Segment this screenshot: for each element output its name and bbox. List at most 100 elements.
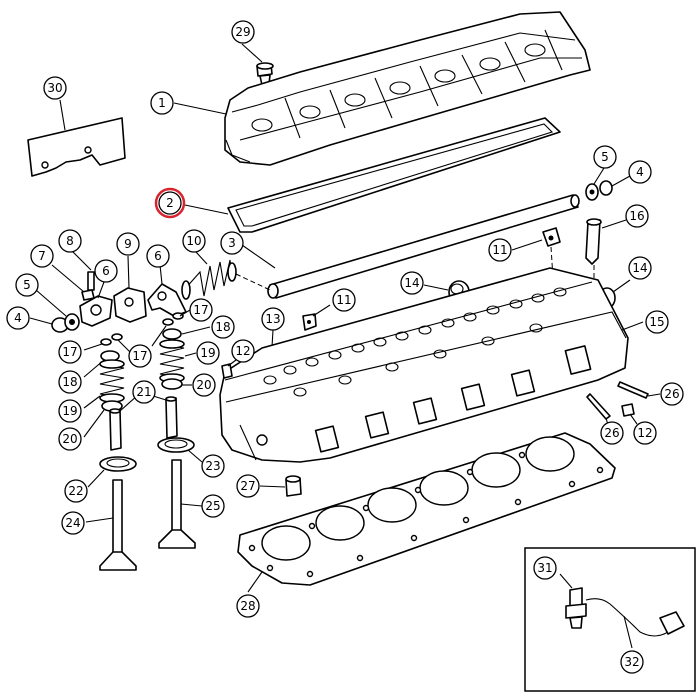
callout-circle bbox=[6, 306, 30, 330]
callout-circle bbox=[400, 271, 424, 295]
valve-spring-right bbox=[159, 339, 197, 383]
callout-18a: 18 bbox=[58, 370, 82, 394]
callout-number: 26 bbox=[664, 387, 679, 401]
callout-17d: 17 bbox=[189, 298, 213, 322]
callout-number: 2 bbox=[166, 196, 174, 210]
spring-seats bbox=[83, 378, 192, 438]
callout-circle bbox=[196, 341, 220, 365]
callout-number: 4 bbox=[14, 311, 22, 325]
callout-4a: 4 bbox=[6, 306, 30, 330]
callout-28: 28 bbox=[236, 594, 260, 618]
exhaust-valve bbox=[158, 459, 203, 549]
callout-number: 32 bbox=[624, 655, 639, 669]
callout-12b: 12 bbox=[633, 421, 657, 445]
callout-number: 14 bbox=[632, 261, 647, 275]
head-stud-right bbox=[617, 381, 661, 399]
callout-number: 10 bbox=[186, 234, 201, 248]
callout-number: 6 bbox=[154, 249, 162, 263]
callout-21: 21 bbox=[132, 380, 156, 404]
callout-circle bbox=[231, 339, 255, 363]
cylinder-head bbox=[219, 267, 644, 463]
callout-number: 29 bbox=[235, 25, 250, 39]
callout-14a: 14 bbox=[400, 271, 424, 295]
callout-number: 21 bbox=[136, 385, 151, 399]
callout-6b: 6 bbox=[146, 244, 170, 268]
callout-4b: 4 bbox=[628, 160, 652, 184]
callout-number: 28 bbox=[240, 599, 255, 613]
callout-circle bbox=[146, 244, 170, 268]
spring-retainers bbox=[83, 326, 211, 378]
callout-number: 11 bbox=[336, 293, 351, 307]
callout-circle bbox=[628, 160, 652, 184]
callout-circle bbox=[660, 382, 684, 406]
callout-number: 7 bbox=[38, 249, 46, 263]
callout-2: 2 bbox=[154, 187, 186, 219]
callout-number: 19 bbox=[200, 346, 215, 360]
head-gasket bbox=[237, 432, 616, 593]
threaded-plug-right bbox=[621, 403, 638, 425]
callout-number: 15 bbox=[649, 315, 664, 329]
callout-circle bbox=[61, 511, 85, 535]
heat-shield-plate bbox=[27, 99, 126, 177]
adjusting-screw-nut bbox=[51, 264, 95, 301]
callout-27: 27 bbox=[236, 474, 260, 498]
intake-valve bbox=[85, 479, 137, 571]
callout-number: 17 bbox=[62, 345, 77, 359]
callout-circle bbox=[158, 191, 182, 215]
highlight-ring bbox=[154, 187, 186, 219]
callout-circle bbox=[488, 238, 512, 262]
callout-31: 31 bbox=[533, 556, 557, 580]
callout-number: 3 bbox=[228, 236, 236, 250]
callout-circle bbox=[220, 231, 244, 255]
callout-9: 9 bbox=[116, 232, 140, 256]
callout-number: 19 bbox=[62, 404, 77, 418]
callout-number: 17 bbox=[193, 303, 208, 317]
callout-circle bbox=[211, 315, 235, 339]
callout-circle bbox=[600, 421, 624, 445]
callout-circle bbox=[58, 340, 82, 364]
callout-number: 20 bbox=[196, 378, 211, 392]
callout-number: 16 bbox=[629, 209, 644, 223]
callout-25: 25 bbox=[201, 494, 225, 518]
callout-13: 13 bbox=[261, 307, 285, 331]
callout-circle bbox=[128, 344, 152, 368]
callout-number: 5 bbox=[23, 278, 31, 292]
callout-circle bbox=[150, 91, 174, 115]
valve-guides bbox=[109, 394, 178, 451]
callout-number: 26 bbox=[604, 426, 619, 440]
callout-circle bbox=[15, 273, 39, 297]
rocker-shaft-spring bbox=[181, 251, 271, 300]
callout-circle bbox=[58, 427, 82, 451]
callout-number: 6 bbox=[102, 264, 110, 278]
callout-29: 29 bbox=[231, 20, 255, 44]
callout-19a: 19 bbox=[58, 399, 82, 423]
valve-seat-insert-right bbox=[157, 437, 203, 463]
rocker-cover-gasket bbox=[184, 117, 561, 233]
shaft-end-plug-left bbox=[29, 289, 80, 333]
callout-number: 9 bbox=[124, 237, 132, 251]
callout-circle bbox=[625, 204, 649, 228]
callout-circle bbox=[182, 229, 206, 253]
rocker-cover-grommet bbox=[241, 43, 274, 86]
callout-20a: 20 bbox=[58, 427, 82, 451]
callout-5b: 5 bbox=[593, 145, 617, 169]
callout-circle bbox=[58, 370, 82, 394]
rocker-shaft-support bbox=[113, 255, 147, 323]
callout-14b: 14 bbox=[628, 256, 652, 280]
rocker-shaft bbox=[241, 194, 580, 299]
injector-sleeve-tube bbox=[585, 218, 627, 300]
callout-circle bbox=[236, 474, 260, 498]
callout-circle bbox=[189, 298, 213, 322]
callout-circle bbox=[94, 259, 118, 283]
callout-circle bbox=[201, 454, 225, 478]
callout-number: 20 bbox=[62, 432, 77, 446]
adjusting-screw bbox=[70, 249, 95, 291]
callout-32: 32 bbox=[620, 650, 644, 674]
callout-7: 7 bbox=[30, 244, 54, 268]
callout-6a: 6 bbox=[94, 259, 118, 283]
callout-circle bbox=[620, 650, 644, 674]
callout-circle bbox=[132, 380, 156, 404]
rocker-arm-left bbox=[79, 281, 113, 327]
callout-11b: 11 bbox=[332, 288, 356, 312]
